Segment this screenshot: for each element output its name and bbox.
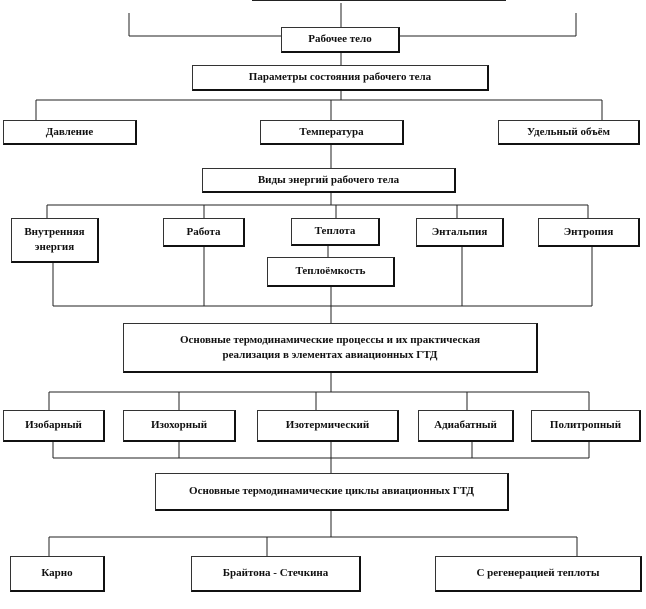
node-energy-types-label: Виды энергий рабочего тела [257, 173, 400, 186]
node-processes-label: Основные термодинамические процессы и их… [179, 333, 481, 361]
node-brayton-label: Брайтона - Стечкина [222, 567, 329, 579]
node-state-params-label: Параметры состояния рабочего тела [248, 71, 432, 83]
node-isobaric: Изобарный [3, 410, 105, 442]
node-carnot-label: Карно [41, 567, 73, 579]
node-heat-label: Теплота [314, 225, 356, 237]
node-adiabatic: Адиабатный [418, 410, 514, 442]
node-cycles-label: Основные термодинамические циклы авиацио… [189, 485, 474, 497]
node-enthalpy: Энтальпия [416, 218, 504, 247]
node-carnot: Карно [10, 556, 105, 592]
node-isobaric-label: Изобарный [25, 419, 82, 431]
node-working-body-label: Рабочее тело [308, 33, 372, 45]
node-cycles: Основные термодинамические циклы авиацио… [155, 473, 509, 511]
node-enthalpy-label: Энтальпия [431, 225, 488, 238]
node-temperature-label: Температура [299, 125, 364, 138]
node-entropy-label: Энтропия [563, 225, 614, 238]
node-polytropic-label: Политропный [549, 419, 622, 431]
node-entropy: Энтропия [538, 218, 640, 247]
node-temperature: Температура [260, 120, 404, 145]
node-regeneration-label: С регенерацией теплоты [476, 567, 600, 579]
node-adiabatic-label: Адиабатный [434, 419, 497, 431]
node-heat-capacity-label: Теплоёмкость [295, 265, 366, 277]
node-working-body: Рабочее тело [281, 27, 400, 53]
node-internal-energy: Внутренняя энергия [11, 218, 99, 263]
node-pressure: Давление [3, 120, 137, 145]
node-specific-volume: Удельный объём [498, 120, 640, 145]
node-energy-types: Виды энергий рабочего тела [202, 168, 456, 193]
node-isothermal-label: Изотермический [285, 419, 370, 431]
node-isothermal: Изотермический [257, 410, 399, 442]
node-processes: Основные термодинамические процессы и их… [123, 323, 538, 373]
node-brayton: Брайтона - Стечкина [191, 556, 361, 592]
node-regeneration: С регенерацией теплоты [435, 556, 642, 592]
node-isochoric-label: Изохорный [150, 419, 208, 431]
node-work-label: Работа [186, 225, 221, 238]
node-specific-volume-label: Удельный объём [527, 125, 610, 138]
node-work: Работа [163, 218, 245, 247]
node-state-params: Параметры состояния рабочего тела [192, 65, 489, 91]
node-heat: Теплота [291, 218, 380, 246]
node-pressure-label: Давление [45, 125, 94, 138]
node-internal-energy-label: Внутренняя энергия [24, 226, 85, 253]
node-polytropic: Политропный [531, 410, 641, 442]
node-isochoric: Изохорный [123, 410, 236, 442]
node-heat-capacity: Теплоёмкость [267, 257, 395, 287]
